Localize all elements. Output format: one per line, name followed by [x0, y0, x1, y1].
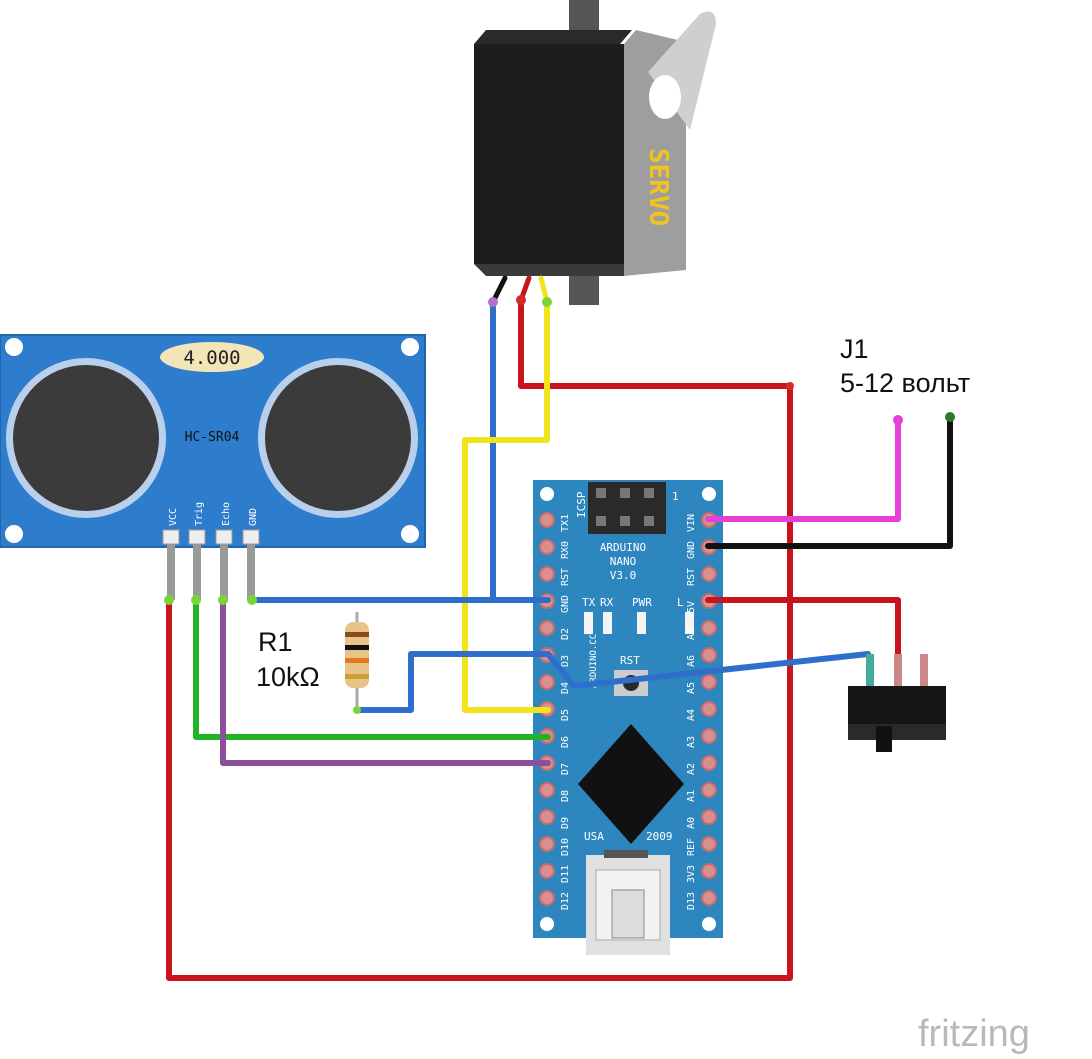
arduino-nano: ICSP 1 ARDUINO NANO V3.0 TX RX PWR L ARD…: [533, 480, 723, 955]
left-pin-label: D10: [560, 838, 571, 856]
left-pad-rst: [539, 566, 555, 582]
left-pin-label: D2: [560, 628, 571, 640]
right-pin-label: RST: [686, 568, 697, 586]
led-label-tx: TX: [582, 596, 596, 609]
sensor-display: 4.000: [183, 347, 240, 369]
right-pin-label: GND: [686, 541, 697, 559]
left-pad-d4: [539, 674, 555, 690]
purple-wire-echo: [220, 597, 551, 766]
left-pad-tx1: [539, 512, 555, 528]
yellow-wire-signal: [462, 299, 551, 713]
sensor-model: HC-SR04: [185, 430, 240, 445]
left-pin-label: D3: [560, 655, 571, 667]
left-pad-d12: [539, 890, 555, 906]
left-pad-d2: [539, 620, 555, 636]
left-pin-label: D4: [560, 682, 571, 694]
right-pad-a0: [701, 809, 717, 825]
right-pad-a6: [701, 647, 717, 663]
pin-label-vcc: VCC: [168, 508, 179, 526]
right-pin-label: A2: [686, 763, 697, 775]
left-pin-label: D6: [560, 736, 571, 748]
left-pin-label: D8: [560, 790, 571, 802]
slide-switch: [848, 654, 946, 752]
pin-label-gnd: GND: [248, 508, 259, 526]
right-pad-a2: [701, 755, 717, 771]
right-pin-label: A0: [686, 817, 697, 829]
year-label: 2009: [646, 830, 673, 843]
right-pin-label: 3V3: [686, 865, 697, 883]
servo: SERVO: [474, 0, 716, 305]
right-pin-label: A6: [686, 655, 697, 667]
rst-label: RST: [620, 654, 640, 667]
right-pad-3v3: [701, 863, 717, 879]
servo-label: SERVO: [643, 148, 673, 226]
left-pad-d11: [539, 863, 555, 879]
icsp-label: ICSP: [575, 491, 588, 518]
right-pin-label: REF: [686, 838, 697, 856]
left-pad-d8: [539, 782, 555, 798]
power-name: J1: [840, 334, 869, 364]
header-number: 1: [672, 490, 679, 503]
blue-wire-resistor: [354, 651, 551, 713]
board-name-1: ARDUINO: [600, 541, 646, 554]
left-pin-label: TX1: [560, 514, 571, 532]
left-pin-label: RX0: [560, 541, 571, 559]
pink-wire-vin: [705, 417, 901, 522]
resistor-r1: R1 10kΩ: [256, 612, 369, 710]
left-pad-d9: [539, 809, 555, 825]
left-pin-label: D12: [560, 892, 571, 910]
right-pin-label: A3: [686, 736, 697, 748]
usa-label: USA: [584, 830, 604, 843]
right-pin-label: 5V: [686, 601, 697, 613]
right-pin-label: D13: [686, 892, 697, 910]
blue-wire-switch: [545, 651, 871, 689]
led-label-rx: RX: [600, 596, 614, 609]
led-label-pwr: PWR: [632, 596, 652, 609]
right-pad-a4: [701, 701, 717, 717]
right-pin-label: VIN: [686, 514, 697, 532]
right-pin-label: A1: [686, 790, 697, 802]
board-name-3: V3.0: [610, 569, 637, 582]
right-pad-a3: [701, 728, 717, 744]
red-wire-5v: [705, 597, 901, 663]
resistor-name: R1: [258, 627, 293, 657]
left-pin-label: D11: [560, 865, 571, 883]
black-wire-gnd: [705, 414, 953, 549]
right-pin-label: A7: [686, 628, 697, 640]
left-pad-rx0: [539, 539, 555, 555]
power-voltage: 5-12 вольт: [840, 368, 970, 398]
green-wire-trig: [193, 597, 551, 740]
right-pad-a1: [701, 782, 717, 798]
left-pin-label: D7: [560, 763, 571, 775]
left-pad-d10: [539, 836, 555, 852]
connection-points: [164, 295, 955, 714]
right-pad-ref: [701, 836, 717, 852]
board-name-2: NANO: [610, 555, 637, 568]
left-pin-label: D5: [560, 709, 571, 721]
left-pin-label: D9: [560, 817, 571, 829]
ultrasonic-sensor: 4.000 HC-SR04 VCC Trig Echo GND: [0, 334, 426, 600]
resistor-value: 10kΩ: [256, 662, 320, 692]
pin-label-trig: Trig: [194, 502, 205, 526]
red-wire-power: [166, 297, 793, 981]
right-pad-d13: [701, 890, 717, 906]
right-pad-a7: [701, 620, 717, 636]
right-pin-label: A5: [686, 682, 697, 694]
left-pin-label: GND: [560, 595, 571, 613]
right-pin-label: A4: [686, 709, 697, 721]
fritzing-watermark: fritzing: [918, 1013, 1030, 1055]
led-label-l: L: [677, 596, 684, 609]
right-pad-rst: [701, 566, 717, 582]
right-pad-a5: [701, 674, 717, 690]
left-pin-label: RST: [560, 568, 571, 586]
site-label: ARDUINO.CC: [589, 634, 599, 688]
pin-label-echo: Echo: [221, 502, 232, 526]
